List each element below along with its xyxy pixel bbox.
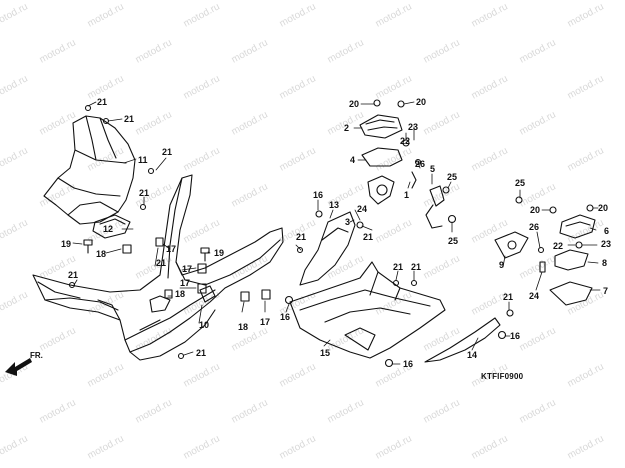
part-19-screws <box>83 239 210 262</box>
callout-1: 1 <box>404 190 409 200</box>
callout-22: 22 <box>400 136 410 146</box>
callout-16: 16 <box>403 359 413 369</box>
callout-24: 24 <box>529 291 539 301</box>
callout-21: 21 <box>156 258 166 268</box>
callout-24: 24 <box>357 204 367 214</box>
callout-7: 7 <box>603 286 608 296</box>
callout-17: 17 <box>166 244 176 254</box>
callout-26: 26 <box>529 222 539 232</box>
callout-21: 21 <box>363 232 373 242</box>
callout-23: 23 <box>601 239 611 249</box>
callout-14: 14 <box>467 350 477 360</box>
callout-18: 18 <box>175 289 185 299</box>
callout-26: 26 <box>415 159 425 169</box>
callout-9: 9 <box>499 260 504 270</box>
part-13-side-cover <box>299 211 356 286</box>
callout-23: 23 <box>408 122 418 132</box>
callout-labels: 21 21 11 21 21 12 19 18 17 21 21 17 17 1… <box>61 97 611 369</box>
callout-20: 20 <box>530 205 540 215</box>
callout-21: 21 <box>139 188 149 198</box>
callout-20: 20 <box>416 97 426 107</box>
callout-21: 21 <box>393 262 403 272</box>
callout-17: 17 <box>260 317 270 327</box>
leader-lines <box>72 101 601 365</box>
part-12-pad <box>92 214 131 239</box>
part-10-floor-panel <box>32 174 284 361</box>
callout-19: 19 <box>61 239 71 249</box>
callout-21: 21 <box>503 292 513 302</box>
front-arrow: FR. <box>5 351 43 376</box>
callout-17: 17 <box>180 278 190 288</box>
callout-11: 11 <box>138 155 148 165</box>
part-11-inner-cover <box>43 115 136 225</box>
callout-25: 25 <box>448 236 458 246</box>
part-15-undercover <box>289 261 446 359</box>
callout-6: 6 <box>604 226 609 236</box>
callout-22: 22 <box>553 241 563 251</box>
callout-25: 25 <box>515 178 525 188</box>
callout-21: 21 <box>411 262 421 272</box>
left-step-assembly <box>359 114 445 229</box>
callout-21: 21 <box>296 232 306 242</box>
callout-21: 21 <box>124 114 134 124</box>
callout-17: 17 <box>182 264 192 274</box>
callout-21: 21 <box>97 97 107 107</box>
callout-21: 21 <box>196 348 206 358</box>
callout-19: 19 <box>214 248 224 258</box>
front-label: FR. <box>30 351 43 360</box>
callout-20: 20 <box>598 203 608 213</box>
callout-8: 8 <box>602 258 607 268</box>
callout-21: 21 <box>68 270 78 280</box>
callout-13: 13 <box>329 200 339 210</box>
clip-parts <box>122 237 271 302</box>
callout-10: 10 <box>199 320 209 330</box>
callout-15: 15 <box>320 348 330 358</box>
callout-3: 3 <box>345 217 350 227</box>
callout-20: 20 <box>349 99 359 109</box>
callout-18: 18 <box>238 322 248 332</box>
callout-16: 16 <box>510 331 520 341</box>
callout-16: 16 <box>313 190 323 200</box>
callout-4: 4 <box>350 155 355 165</box>
callout-25: 25 <box>447 172 457 182</box>
part-14-strip <box>424 317 501 363</box>
callout-5: 5 <box>430 164 435 174</box>
callout-12: 12 <box>103 224 113 234</box>
callout-21: 21 <box>162 147 172 157</box>
callout-18: 18 <box>96 249 106 259</box>
callout-16: 16 <box>280 312 290 322</box>
callout-2: 2 <box>344 123 349 133</box>
right-step-assembly <box>494 214 596 306</box>
catalog-code: KTFIF0900 <box>481 372 524 381</box>
